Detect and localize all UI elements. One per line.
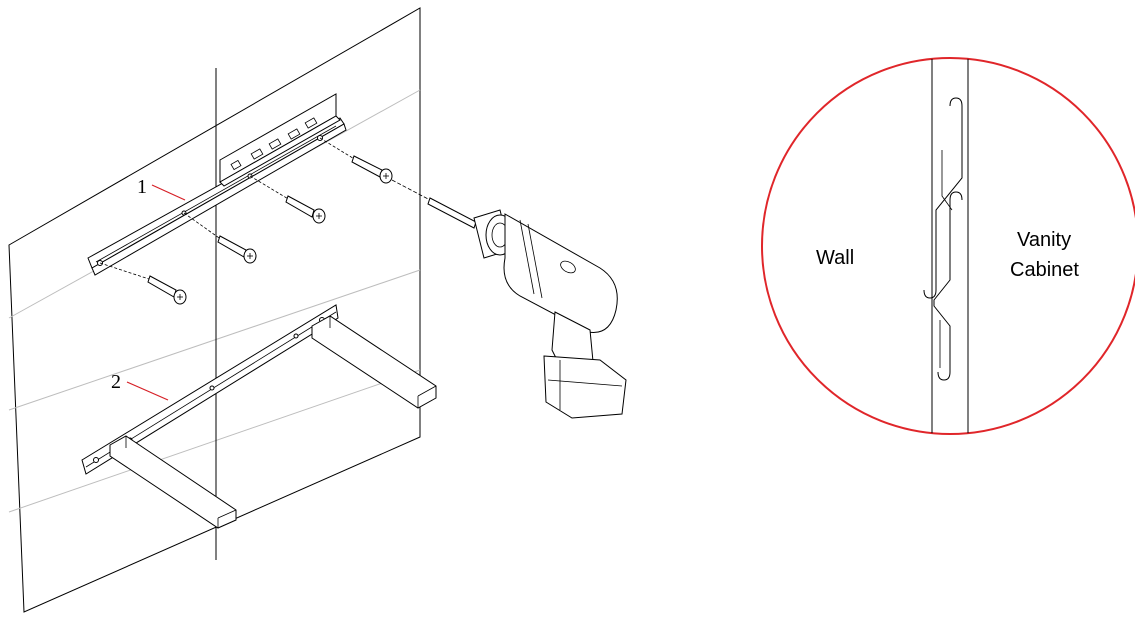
callout-1-label: 1 <box>137 176 147 198</box>
callout-2: 2 <box>111 371 169 401</box>
callout-2-label: 2 <box>111 371 121 393</box>
cleat-profile-lower <box>933 191 963 381</box>
support-arm-right <box>311 315 437 409</box>
power-drill <box>391 179 627 419</box>
wall-panel <box>8 7 421 613</box>
detail-circle <box>761 57 1135 435</box>
detail-label-vanity: Vanity <box>1017 229 1071 251</box>
detail-label-wall: Wall <box>816 247 854 269</box>
screw <box>99 262 187 305</box>
cleat-profile <box>923 97 963 299</box>
callout-1: 1 <box>137 176 186 201</box>
level-vials <box>230 117 318 171</box>
support-arm-left <box>109 435 237 529</box>
callout-2-leader <box>126 381 169 401</box>
upper-mounting-rail <box>87 117 347 276</box>
detail-label-cabinet: Cabinet <box>1010 259 1079 281</box>
detail-view: Wall Vanity Cabinet <box>761 57 1135 435</box>
spirit-level <box>219 93 341 187</box>
screw <box>319 137 393 184</box>
screw <box>183 212 257 264</box>
callout-1-leader <box>151 184 186 201</box>
screws <box>99 137 393 305</box>
guide-lines <box>8 89 421 513</box>
screw <box>249 175 326 224</box>
lower-support-bracket <box>81 304 339 475</box>
